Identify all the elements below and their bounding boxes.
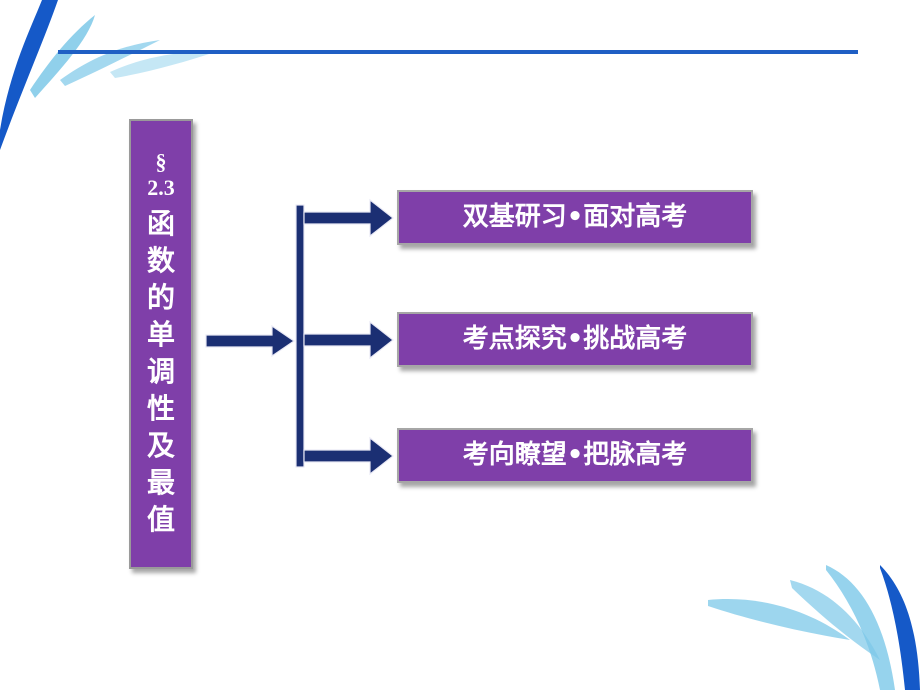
title-char: 最 xyxy=(146,466,175,499)
topic-link-basics[interactable]: 双基研习•面对高考 xyxy=(397,190,753,245)
main-arrow-icon xyxy=(205,324,296,358)
bracket-line xyxy=(295,204,305,468)
branch-arrow-3-icon xyxy=(303,436,394,476)
header-line xyxy=(58,50,858,54)
topic-link-outlook[interactable]: 考向瞭望•把脉高考 xyxy=(397,428,753,483)
title-char: 及 xyxy=(146,429,175,462)
connector-diagram xyxy=(205,198,394,476)
section-symbol: § xyxy=(155,149,167,174)
branch-arrow-1-icon xyxy=(303,198,394,238)
title-char: 调 xyxy=(146,355,175,388)
title-char: 的 xyxy=(146,281,175,314)
section-number: 2.3 xyxy=(147,175,175,200)
title-char: 性 xyxy=(146,392,175,425)
branch-arrow-2-icon xyxy=(303,320,394,360)
title-char: 值 xyxy=(146,503,175,536)
bottom-right-leaf-decoration xyxy=(708,565,920,690)
title-char: 单 xyxy=(146,318,175,351)
title-box: § 2.3 函 数 的 单 调 性 及 最 值 xyxy=(129,119,193,569)
title-char: 数 xyxy=(146,244,175,277)
topic-link-exploration[interactable]: 考点探究•挑战高考 xyxy=(397,312,753,367)
title-char: 函 xyxy=(146,207,175,240)
